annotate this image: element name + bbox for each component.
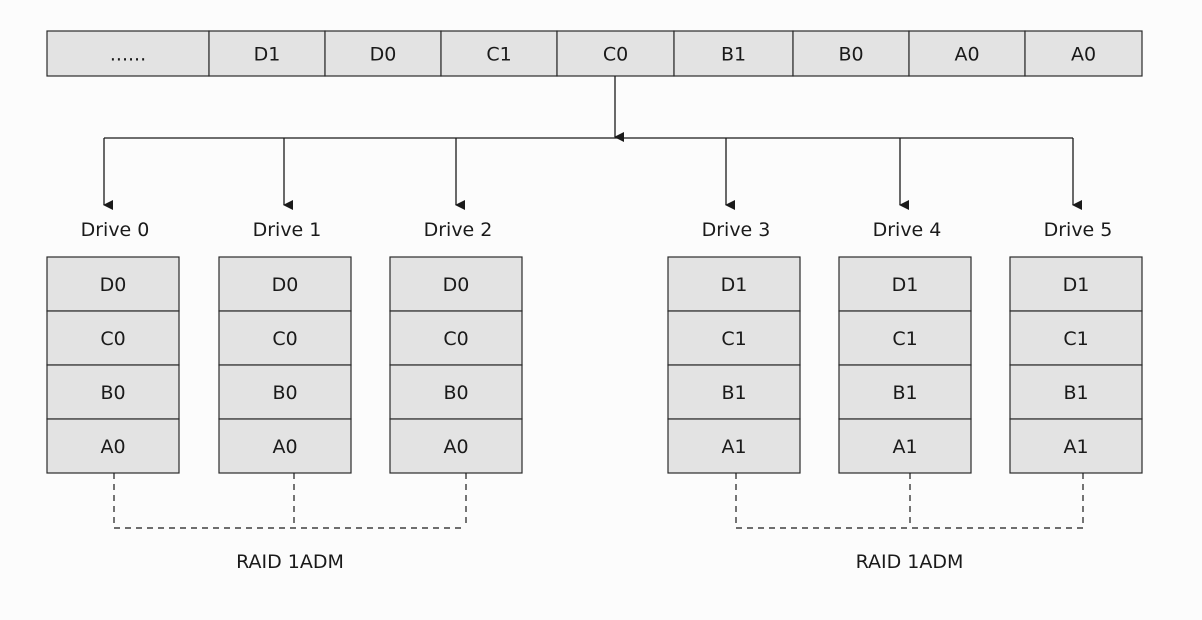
drive-block-rect	[389, 256, 523, 312]
stream-block: C1	[440, 30, 558, 77]
drive-block-label: B0	[272, 382, 297, 404]
drive-labels: Drive 0 Drive 1 Drive 2 Drive 3 Drive 4 Drive…	[81, 219, 1113, 241]
stream-block: B1	[673, 30, 794, 77]
stream-block-label: C0	[603, 44, 628, 66]
drive-block-rect	[667, 310, 801, 366]
stream-block: A0	[1024, 30, 1143, 77]
drive-block-label: A0	[443, 436, 468, 458]
drive-block-label: D0	[443, 274, 470, 296]
drive-block-rect	[46, 418, 180, 474]
drive-block-label: D1	[1063, 274, 1090, 296]
drive-block-label: B1	[721, 382, 746, 404]
raid-group-label: RAID 1ADM	[856, 551, 964, 573]
drive-block-label: B1	[1063, 382, 1088, 404]
raid-groups: RAID 1ADM RAID 1ADM	[113, 473, 1084, 573]
distribution-connectors	[103, 76, 1082, 210]
drive-label: Drive 0	[81, 219, 150, 241]
drive-block-label: B0	[100, 382, 125, 404]
drive-block-label: C1	[1063, 328, 1088, 350]
drive-block-rect	[389, 418, 523, 474]
raid-group-label: RAID 1ADM	[236, 551, 344, 573]
drive-block-rect	[838, 256, 972, 312]
drive-block-rect	[838, 310, 972, 366]
drive-block-label: D0	[272, 274, 299, 296]
raid-group: RAID 1ADM	[735, 473, 1084, 573]
stream-block-rect	[1024, 30, 1143, 77]
drive-block-rect	[667, 418, 801, 474]
stream-block-label: A0	[954, 44, 979, 66]
stream-block-rect	[673, 30, 794, 77]
stream-block-rect	[908, 30, 1026, 77]
drive-label: Drive 1	[253, 219, 322, 241]
drive-block-label: C1	[721, 328, 746, 350]
drive-block-rect	[218, 364, 352, 420]
stream-block-rect	[792, 30, 910, 77]
drive-block-rect	[389, 310, 523, 366]
drive-block-label: D1	[721, 274, 748, 296]
drive-block-label: D0	[100, 274, 127, 296]
drive-label: Drive 3	[702, 219, 771, 241]
stream-block-label: A0	[1071, 44, 1096, 66]
stream-block: A0	[908, 30, 1026, 77]
drive-block-label: A0	[272, 436, 297, 458]
data-stream: ...... D1 D0 C1 C0 B1 B0 A0 A0	[46, 30, 1143, 77]
drive-block-label: A1	[1063, 436, 1088, 458]
drive-block-rect	[46, 364, 180, 420]
stream-block: C0	[556, 30, 675, 77]
stream-block-label: D1	[254, 44, 281, 66]
drive-label: Drive 2	[424, 219, 493, 241]
drive-block-label: A1	[892, 436, 917, 458]
drive-block-rect	[389, 364, 523, 420]
drive-block-rect	[218, 310, 352, 366]
drive-block-label: B1	[892, 382, 917, 404]
stream-block: D0	[324, 30, 442, 77]
stream-block-label: B1	[721, 44, 746, 66]
drive-block-label: C0	[272, 328, 297, 350]
stream-block-rect	[208, 30, 326, 77]
drive-block-rect	[1009, 418, 1143, 474]
drive-block-rect	[46, 256, 180, 312]
stream-block-label: B0	[838, 44, 863, 66]
raid-group: RAID 1ADM	[113, 473, 467, 573]
stream-block: B0	[792, 30, 910, 77]
drive-block-label: B0	[443, 382, 468, 404]
drive-label: Drive 5	[1044, 219, 1113, 241]
drive-block-rect	[838, 418, 972, 474]
drive-block-label: A0	[100, 436, 125, 458]
drive-block-label: C0	[443, 328, 468, 350]
stream-block-label: ......	[110, 44, 146, 66]
drive-label: Drive 4	[873, 219, 942, 241]
stream-block: ......	[46, 30, 210, 77]
drive-stacks: D0C0B0A0D0C0B0A0D0C0B0A0D1C1B1A1D1C1B1A1…	[46, 256, 1143, 474]
stream-block-label: C1	[486, 44, 511, 66]
stream-block-label: D0	[370, 44, 397, 66]
drive-block-rect	[218, 418, 352, 474]
drive-block-label: C0	[100, 328, 125, 350]
stream-block-rect	[46, 30, 210, 77]
stream-block: D1	[208, 30, 326, 77]
stream-block-rect	[324, 30, 442, 77]
drive-block-label: A1	[721, 436, 746, 458]
drive-block-rect	[46, 310, 180, 366]
drive-block-rect	[1009, 364, 1143, 420]
drive-block-rect	[218, 256, 352, 312]
drive-block-label: C1	[892, 328, 917, 350]
drive-block-label: D1	[892, 274, 919, 296]
